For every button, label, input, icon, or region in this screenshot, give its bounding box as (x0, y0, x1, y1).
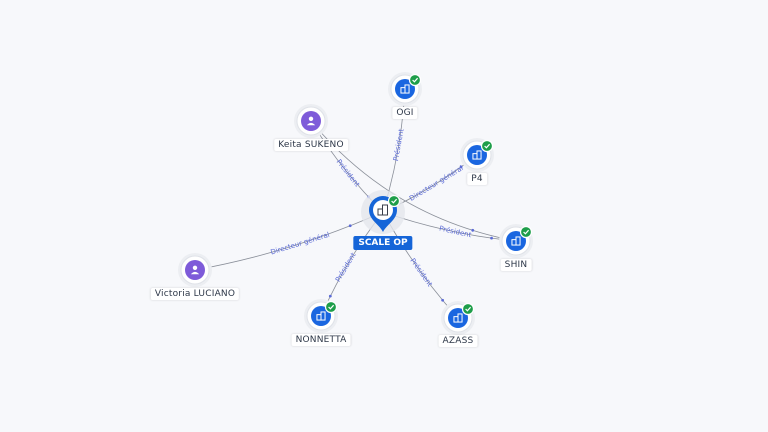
check-mark (328, 304, 335, 310)
check-mark (412, 77, 419, 83)
node-keita[interactable] (294, 104, 328, 138)
edge-arrow (328, 294, 332, 298)
person-icon-head (192, 265, 198, 270)
verified-check-icon (387, 194, 401, 208)
edge-label: Président (334, 251, 358, 283)
building-icon-part (404, 84, 410, 94)
edge-label: Président (335, 158, 362, 189)
node-label-p4[interactable]: P4 (467, 173, 487, 185)
building-icon (316, 311, 326, 321)
node-ogi[interactable] (388, 72, 422, 106)
check-mark (484, 143, 491, 149)
center-node[interactable] (361, 190, 405, 234)
building-icon-part (515, 236, 521, 246)
node-core (185, 260, 205, 280)
edge-arrow (459, 165, 463, 169)
verified-check-icon (324, 300, 338, 314)
verified-check-icon (480, 139, 494, 153)
node-label-victoria[interactable]: Victoria LUCIANO (150, 288, 240, 300)
building-icon-part (457, 313, 463, 323)
building-icon (472, 150, 482, 160)
building-icon (377, 204, 388, 216)
node-label-azass[interactable]: AZASS (438, 335, 478, 347)
building-icon-part (476, 150, 482, 160)
node-label-ogi[interactable]: OGI (392, 107, 418, 119)
edge-arrow (348, 224, 352, 228)
verified-check-icon (519, 225, 533, 239)
node-label-keita[interactable]: Keita SUKENO (274, 139, 348, 151)
person-icon-body (306, 122, 316, 126)
person-icon-head (308, 116, 314, 122)
check-mark (391, 198, 398, 204)
edge-arrow (441, 298, 445, 302)
edge-label: Président (408, 257, 434, 288)
edge-victoria-scaleop (194, 211, 384, 271)
building-icon (400, 84, 410, 94)
check-mark (523, 229, 530, 235)
node-azass[interactable] (441, 301, 475, 335)
node-label-nonnetta[interactable]: NONNETTA (291, 334, 351, 346)
person-icon (306, 116, 316, 126)
verified-check-icon (408, 73, 422, 87)
building-icon (453, 313, 463, 323)
node-label-shin[interactable]: SHIN (500, 259, 532, 271)
node-p4[interactable] (460, 138, 494, 172)
check-mark (465, 306, 472, 312)
node-shin[interactable] (499, 224, 533, 258)
edge-arrow (490, 236, 493, 240)
edge-arrow (471, 228, 475, 232)
building-icon (511, 236, 521, 246)
edge-label: Président (392, 128, 406, 162)
nodes-layer (178, 72, 533, 335)
center-node-label[interactable]: SCALE OP (353, 236, 413, 250)
node-nonnetta[interactable] (304, 299, 338, 333)
edge-label: Président (438, 225, 472, 240)
edge-label: Directeur général (270, 231, 331, 257)
person-icon (190, 265, 200, 275)
node-victoria[interactable] (178, 253, 212, 287)
edge-label: Directeur général (408, 164, 465, 203)
verified-check-icon (461, 302, 475, 316)
person-icon-body (190, 271, 200, 275)
building-icon-part (320, 311, 326, 321)
